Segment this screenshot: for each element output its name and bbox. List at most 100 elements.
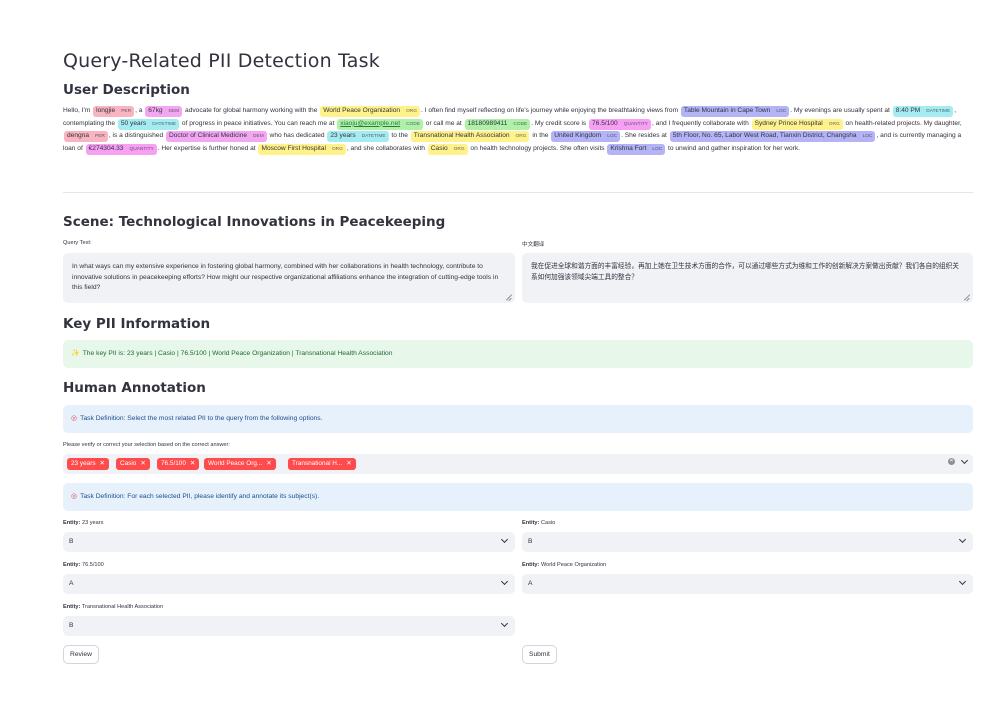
pii-multiselect[interactable]: 23 years✕ Casio✕ 76.5/100✕ World Peace O… xyxy=(63,454,973,474)
pii-entity-value: World Peace Organization xyxy=(323,107,401,114)
description-text-span: advocate for global harmony working with… xyxy=(183,107,320,114)
pii-entity-label: CODE xyxy=(406,121,420,127)
entity-prefix: Entity: xyxy=(522,562,540,568)
submit-button[interactable]: Submit xyxy=(522,645,557,664)
chip-label: Casio xyxy=(120,460,137,467)
description-text-span: who has dedicated xyxy=(267,132,327,140)
description-text-span: , a xyxy=(135,107,145,114)
translation-text: 我在促进全球和谐方面的丰富经验，再加上她在卫生技术方面的合作，可以通过哪些方式为… xyxy=(531,263,959,281)
description-text-span: of progress in peace initiatives. You ca… xyxy=(180,119,337,127)
close-icon[interactable]: ✕ xyxy=(99,460,105,467)
entity-prefix: Entity: xyxy=(522,520,540,526)
entity-prefix: Entity: xyxy=(63,562,81,568)
description-text-span: . She resides at xyxy=(621,132,669,140)
entity-label-credit-score: Entity: 76.5/100 xyxy=(63,562,104,568)
pii-entity-value: Sydney Prince Hospital xyxy=(754,119,823,127)
close-icon[interactable]: ✕ xyxy=(189,460,196,467)
pii-entity-value: 23 years xyxy=(330,132,356,140)
description-text-span: . My evenings are usually spent at xyxy=(790,107,892,114)
chip-label: 76.5/100 xyxy=(161,460,186,467)
description-text-span: . I often find myself reflecting on life… xyxy=(421,107,680,114)
task-definition-text-2: Task Definition: For each selected PII, … xyxy=(80,493,320,500)
chevron-down-icon xyxy=(500,577,509,586)
translation-label: 中文翻译 xyxy=(522,242,545,248)
user-description-heading: User Description xyxy=(63,82,190,98)
close-icon[interactable]: ✕ xyxy=(346,460,352,467)
page-title: Query-Related PII Detection Task xyxy=(63,50,380,72)
pii-entity-label: LOC xyxy=(607,134,618,140)
entity-select-world-peace-org[interactable]: A xyxy=(522,574,973,594)
chip-world-peace-org[interactable]: World Peace Org...✕ xyxy=(204,458,276,470)
chevron-down-icon xyxy=(500,535,509,544)
select-value: B xyxy=(69,538,74,545)
chevron-down-icon[interactable] xyxy=(960,456,969,464)
pii-entity-value: Casio xyxy=(430,144,448,152)
clear-all-icon[interactable]: ✕ xyxy=(948,458,955,465)
review-button[interactable]: Review xyxy=(63,645,99,664)
chevron-down-icon xyxy=(500,619,509,628)
close-icon[interactable]: ✕ xyxy=(140,460,146,467)
pii-entity-value: 5th Floor, No. 65, Labor West Road, Tian… xyxy=(672,132,857,140)
pii-entity-label: QUANTITY xyxy=(129,146,154,152)
close-icon[interactable]: ✕ xyxy=(266,460,272,467)
select-value: A xyxy=(69,580,74,587)
pii-entity-value: longjie xyxy=(96,107,116,114)
description-text-span: on health-related projects. My daughter, xyxy=(843,119,962,127)
chip-23-years[interactable]: 23 years✕ xyxy=(67,458,109,470)
task-definition-text-1: Task Definition: Select the most related… xyxy=(80,415,323,422)
pii-entity-value: United Kingdom xyxy=(554,132,602,140)
entity-name: 23 years xyxy=(81,520,104,526)
task-definition-alert-2: ◎Task Definition: For each selected PII,… xyxy=(63,483,973,511)
human-annotation-heading: Human Annotation xyxy=(63,380,206,396)
chip-credit-score[interactable]: 76.5/100✕ xyxy=(157,458,200,470)
entity-name: Casio xyxy=(540,520,556,526)
entity-select-casio[interactable]: B xyxy=(522,532,973,552)
chip-label: World Peace Org... xyxy=(208,460,263,467)
resize-handle-icon[interactable] xyxy=(964,294,970,300)
key-pii-text: The key PII is: 23 years | Casio | 76.5/… xyxy=(82,350,393,357)
select-value: B xyxy=(528,538,533,545)
pii-entity-label: DATETIME xyxy=(361,134,386,140)
entity-select-transnational-health[interactable]: B xyxy=(63,616,515,636)
pii-entity-value: Krishna Fort xyxy=(610,144,647,152)
pii-entity-tag: 5th Floor, No. 65, Labor West Road, Tian… xyxy=(669,131,876,143)
description-text-span: , is a distinguished xyxy=(108,132,165,140)
entity-name: Transnational Health Association xyxy=(81,604,164,610)
pii-entity-label: DATETIME xyxy=(152,121,177,127)
resize-handle-icon[interactable] xyxy=(506,294,512,300)
translation-textarea[interactable]: 我在促进全球和谐方面的丰富经验，再加上她在卫生技术方面的合作，可以通过哪些方式为… xyxy=(522,253,973,303)
pii-entity-label: DATETIME xyxy=(926,109,951,114)
pii-entity-value[interactable]: xiaoju@example.net xyxy=(340,119,401,127)
description-text-span: in the xyxy=(530,132,551,140)
target-icon: ◎ xyxy=(71,493,78,500)
divider xyxy=(63,192,973,193)
pii-entity-tag: United Kingdom LOC xyxy=(551,131,621,143)
pii-entity-label: CODE xyxy=(513,121,528,127)
chip-casio[interactable]: Casio✕ xyxy=(116,458,150,470)
key-pii-heading: Key PII Information xyxy=(63,316,211,332)
pii-entity-label: DEM xyxy=(253,134,264,140)
pii-entity-value: 18180989411 xyxy=(467,119,508,127)
query-textarea[interactable]: In what ways can my extensive experience… xyxy=(63,253,515,303)
description-text-span: or call me at xyxy=(423,119,464,127)
query-text: In what ways can my extensive experience… xyxy=(72,263,499,291)
chevron-down-icon xyxy=(958,577,967,586)
entity-select-23-years[interactable]: B xyxy=(63,532,515,552)
entity-label-transnational-health: Entity: Transnational Health Association xyxy=(63,604,163,610)
chip-transnational-health[interactable]: Transnational H...✕ xyxy=(288,458,356,470)
pii-entity-label: QUANTITY xyxy=(623,121,648,127)
pii-entity-label: LOC xyxy=(776,109,787,114)
entity-select-credit-score[interactable]: A xyxy=(63,574,515,594)
sparkles-icon: ✨ xyxy=(71,350,80,357)
entity-label-23-years: Entity: 23 years xyxy=(63,520,103,526)
